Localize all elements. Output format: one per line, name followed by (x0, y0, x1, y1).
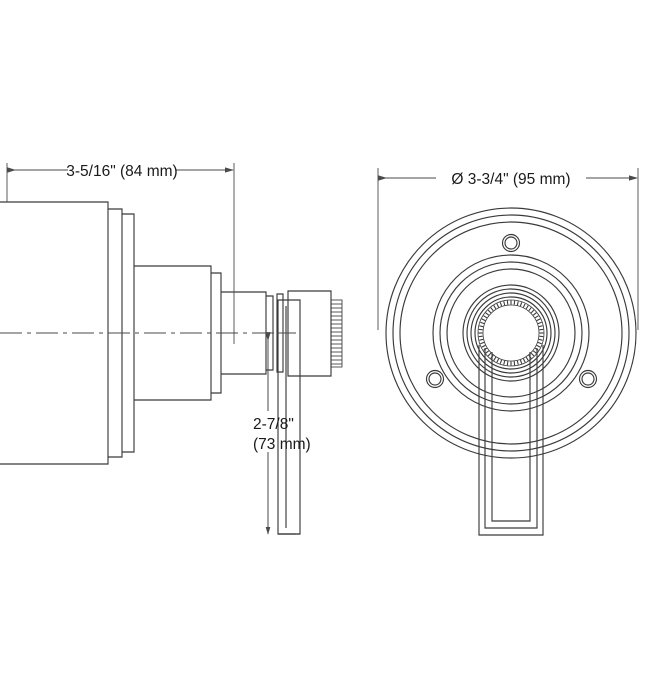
spline-tooth (537, 321, 542, 325)
spline-tooth (525, 356, 529, 361)
spline-tooth (516, 301, 519, 306)
spline-tooth (525, 305, 529, 310)
escutcheon-boss-ring-3 (446, 268, 576, 398)
spline-tooth (487, 352, 492, 357)
spline-tooth (480, 321, 485, 325)
spline-tooth (538, 325, 543, 328)
spline-tooth (503, 301, 506, 306)
escutcheon-diameter-dimension: Ø 3-3/4" (95 mm) (377, 168, 639, 330)
hub-ring-outer (462, 284, 560, 382)
screw-hole-bottom-left (425, 369, 445, 389)
knurled-stem-detail (330, 299, 343, 368)
flange-step-2 (122, 213, 135, 453)
handle-drop-dimension: 2-7/8" (73 mm) (253, 332, 311, 535)
face-view (385, 207, 637, 536)
hub-washer (276, 293, 284, 373)
spline-inner-circle (482, 304, 540, 362)
spline-tooth (490, 307, 494, 312)
spline-tooth (499, 359, 503, 364)
spline-tooth (530, 352, 535, 357)
spline-tooth (522, 303, 526, 308)
handle-drop-label-line1: 2-7/8" (253, 416, 294, 433)
spline-tooth (516, 360, 519, 365)
handle-drop-label-line2: (73 mm) (253, 436, 311, 453)
spline-tooth (496, 303, 500, 308)
screw-hole-bl-outer (425, 369, 445, 389)
screw-hole-top-inner (504, 236, 518, 250)
spline-tooth (522, 358, 526, 363)
spline-tooth (530, 309, 535, 314)
spline-tooth (538, 338, 543, 341)
spline-tooth (487, 309, 492, 314)
spline-tooth (481, 344, 486, 348)
knurl-band-outline (330, 299, 343, 368)
spline-tooth (528, 307, 532, 312)
spline-tooth (479, 338, 484, 341)
screw-hole-top-outer (501, 233, 521, 253)
spline-tooth (534, 315, 539, 319)
spline-tooth (481, 318, 486, 322)
spline-tooth (519, 302, 523, 307)
depth-dimension: 3-5/16" (84 mm) (6, 163, 235, 344)
screw-hole-br-inner (581, 372, 595, 386)
spline-tooth (483, 315, 488, 319)
hub-ring-3 (470, 292, 552, 374)
lever-handle-inner-edge (484, 348, 538, 529)
screw-hole-top (501, 233, 521, 253)
screw-hole-bottom-right (578, 369, 598, 389)
spline-tooth (493, 356, 497, 361)
spline-tooth (496, 358, 500, 363)
spline-tooth (503, 360, 506, 365)
escutcheon-diameter-label: Ø 3-3/4" (95 mm) (451, 171, 570, 188)
hub-ring-2 (466, 288, 556, 378)
spline-tooth (519, 359, 523, 364)
knurled-stem-body (287, 290, 332, 377)
escutcheon-boss-outer (432, 254, 590, 412)
depth-dimension-label: 3-5/16" (84 mm) (66, 163, 177, 180)
escutcheon-boss-ring-2 (439, 261, 583, 405)
spline-tooth (485, 312, 490, 316)
spline-tooth (493, 305, 497, 310)
escutcheon-ring-3 (399, 221, 623, 445)
spline-tooth (480, 341, 485, 345)
escutcheon-outer-ring (385, 207, 637, 459)
escutcheon-ring-2 (392, 214, 630, 452)
spline-tooth (485, 350, 490, 354)
spline-tooth (536, 318, 541, 322)
spline-tooth (532, 312, 537, 316)
spline-tooth (536, 344, 541, 348)
spline-outer-circle (477, 299, 545, 367)
hub-ring-4 (474, 296, 548, 370)
spline-tooth (537, 341, 542, 345)
splined-hub-detail (477, 299, 545, 367)
lever-handle (478, 345, 544, 536)
screw-hole-bl-inner (428, 372, 442, 386)
spline-tooth (532, 350, 537, 354)
lever-handle-inset (491, 352, 531, 522)
spline-tooth (499, 302, 503, 307)
screw-hole-br-outer (578, 369, 598, 389)
spline-tooth (479, 325, 484, 328)
